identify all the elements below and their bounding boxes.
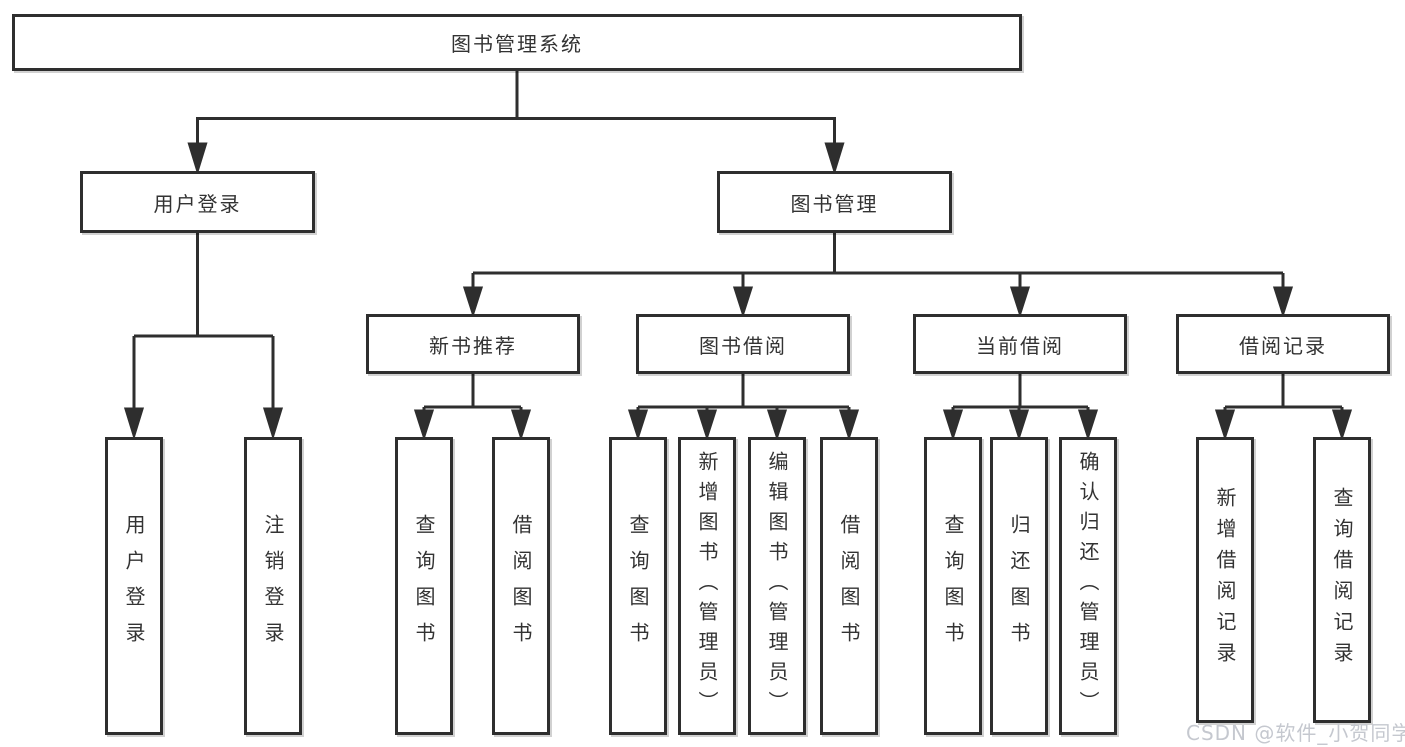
node-label: 查询图书 (412, 514, 436, 658)
leaf-query-books-current: 查询图书 (924, 437, 982, 735)
arrow-head (123, 407, 145, 441)
node-label: 查询借阅记录 (1330, 487, 1354, 673)
arrow-head (1331, 409, 1353, 441)
node-new-book-recommendation: 新书推荐 (366, 314, 580, 374)
node-label: 确认归还（管理员） (1076, 451, 1100, 721)
leaf-add-borrowing-record: 新增借阅记录 (1196, 437, 1254, 723)
node-library-management-system: 图书管理系统 (12, 14, 1022, 71)
leaf-edit-books-admin: 编辑图书（管理员） (748, 437, 806, 735)
leaf-query-books-recommendation: 查询图书 (395, 437, 453, 735)
leaf-query-borrowing-record: 查询借阅记录 (1313, 437, 1371, 723)
node-label: 查询图书 (941, 514, 965, 658)
arrow-head (1009, 286, 1031, 318)
arrow-head (1214, 409, 1236, 441)
node-label: 借阅图书 (837, 514, 861, 658)
node-borrowing-records: 借阅记录 (1176, 314, 1390, 374)
node-user-login: 用户登录 (80, 171, 315, 233)
leaf-add-books-admin: 新增图书（管理员） (678, 437, 736, 735)
node-label: 借阅记录 (1239, 333, 1327, 358)
arrow-head (262, 407, 284, 441)
csdn-watermark: CSDN @软件_小贺同学 (1186, 721, 1405, 745)
arrow-head (187, 142, 208, 176)
leaf-return-books: 归还图书 (990, 437, 1048, 735)
node-book-borrowing: 图书借阅 (636, 314, 850, 374)
node-book-management: 图书管理 (717, 171, 952, 233)
arrow-head (766, 409, 788, 441)
node-label: 图书管理系统 (451, 32, 583, 56)
arrow-head (1077, 409, 1099, 441)
node-label: 借阅图书 (509, 514, 533, 658)
node-label: 用户登录 (122, 514, 146, 658)
arrow-head (942, 409, 964, 441)
node-label: 注销登录 (261, 514, 285, 658)
leaf-confirm-return-admin: 确认归还（管理员） (1059, 437, 1117, 735)
leaf-borrow-books-recommendation: 借阅图书 (492, 437, 550, 735)
arrow-head (1008, 409, 1030, 441)
node-label: 新增借阅记录 (1213, 487, 1237, 673)
arrow-head (413, 409, 435, 441)
arrow-head (732, 286, 754, 318)
node-label: 新书推荐 (429, 333, 517, 358)
node-label: 图书管理 (790, 191, 879, 216)
node-label: 编辑图书（管理员） (765, 451, 789, 721)
node-label: 图书借阅 (699, 333, 787, 358)
node-label: 用户登录 (153, 191, 242, 216)
arrow-head (1272, 286, 1294, 318)
arrow-head (824, 142, 845, 176)
node-label: 查询图书 (626, 514, 650, 658)
node-label: 归还图书 (1007, 514, 1031, 658)
arrow-head (462, 286, 484, 318)
arrow-head (838, 409, 860, 441)
leaf-query-books-borrowing: 查询图书 (609, 437, 667, 735)
arrow-head (510, 409, 532, 441)
leaf-logout: 注销登录 (244, 437, 302, 735)
node-current-borrowing: 当前借阅 (913, 314, 1127, 374)
node-label: 当前借阅 (976, 333, 1064, 358)
leaf-borrow-books: 借阅图书 (820, 437, 878, 735)
node-label: 新增图书（管理员） (695, 451, 719, 721)
leaf-user-login: 用户登录 (105, 437, 163, 735)
arrow-head (627, 409, 649, 441)
arrow-head (696, 409, 718, 441)
